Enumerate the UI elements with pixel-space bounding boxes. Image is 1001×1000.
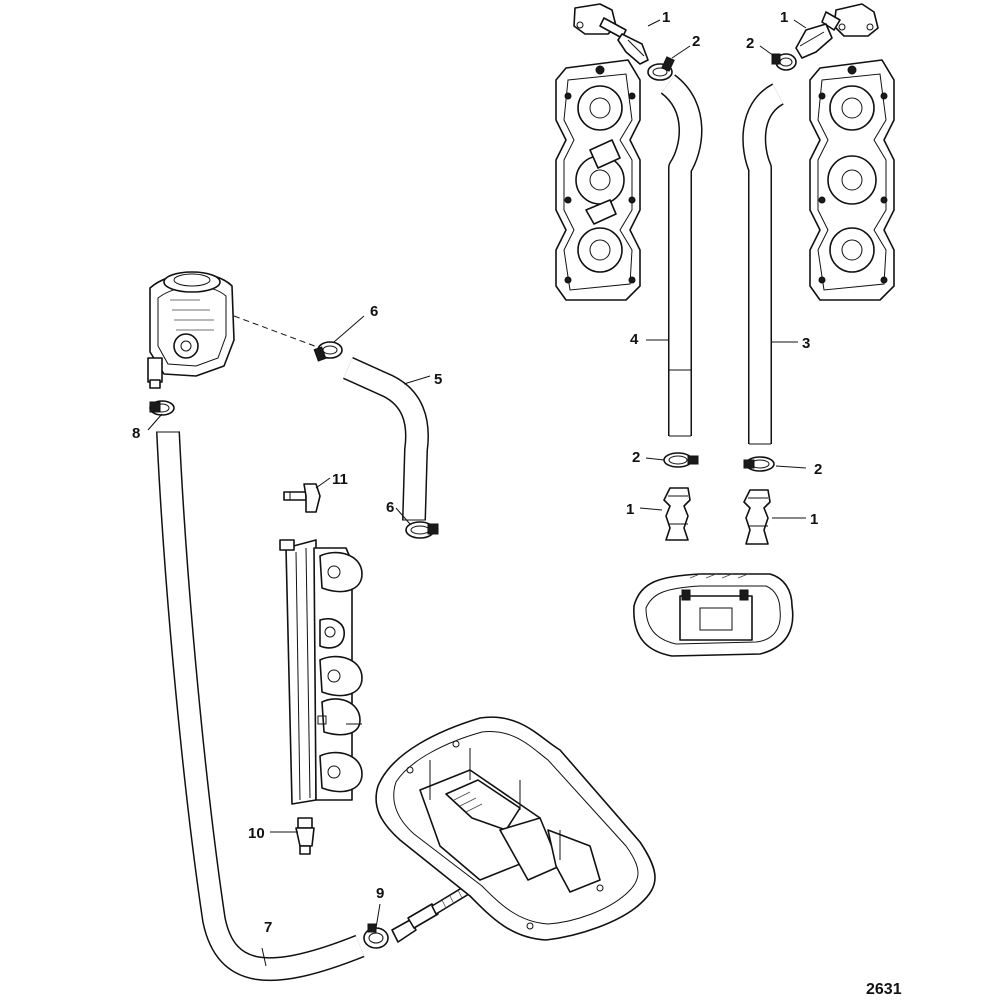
elbow-fitting-11 [283,483,321,513]
callout-c16: 10 [248,825,265,842]
hose-clamp-8 [149,400,175,416]
left-cylinder-head [555,59,641,301]
hose-4 [660,74,703,437]
callout-c18: 7 [264,919,272,936]
figure-number: 2631 [866,981,902,998]
callout-c13: 8 [132,425,140,442]
fitting-10 [295,817,315,855]
callout-c9: 1 [626,501,634,518]
callout-c5: 4 [630,331,639,348]
upper-hose-clamp-6 [313,341,343,362]
callout-c1: 1 [662,9,670,26]
right-cylinder-head [809,59,895,301]
hose-3 [742,83,785,445]
lower-right-water-fitting [743,489,771,545]
callout-c17: 9 [376,885,384,902]
hose-7 [156,431,365,982]
upper-left-water-fitting [573,3,649,65]
exhaust-manifold-cover [279,539,363,805]
thermostat-housing [633,573,794,657]
lower-hose-clamp-6 [405,521,439,539]
leader-lines [147,19,807,967]
callout-c8: 2 [814,461,822,478]
callout-c3: 1 [780,9,788,26]
hose-clamp-9 [363,923,389,949]
lower-right-hose-clamp [743,456,775,472]
callout-c6: 3 [802,335,810,352]
callout-c11: 6 [370,303,378,320]
hose-5 [343,357,429,521]
lower-left-hose-clamp [663,452,699,468]
lower-left-water-fitting [663,487,691,541]
callout-c7: 2 [632,449,640,466]
upper-right-water-fitting [795,3,879,59]
callout-c4: 2 [746,35,754,52]
callout-c2: 2 [692,33,700,50]
callout-c15: 11 [332,471,348,488]
upper-right-hose-clamp [771,53,797,71]
upper-left-hose-clamp [647,56,675,81]
callout-c10: 1 [810,511,818,528]
callout-numbers: 1 2 1 2 4 3 2 2 1 1 6 5 8 6 11 10 9 7 [132,9,822,936]
water-pump-assembly [147,271,235,389]
callout-c12: 5 [434,371,442,388]
assembly-dashed-line [233,315,321,349]
callout-c14: 6 [386,499,394,516]
manifold-bolt-bosses [319,551,363,793]
adapter-plate [375,716,656,941]
